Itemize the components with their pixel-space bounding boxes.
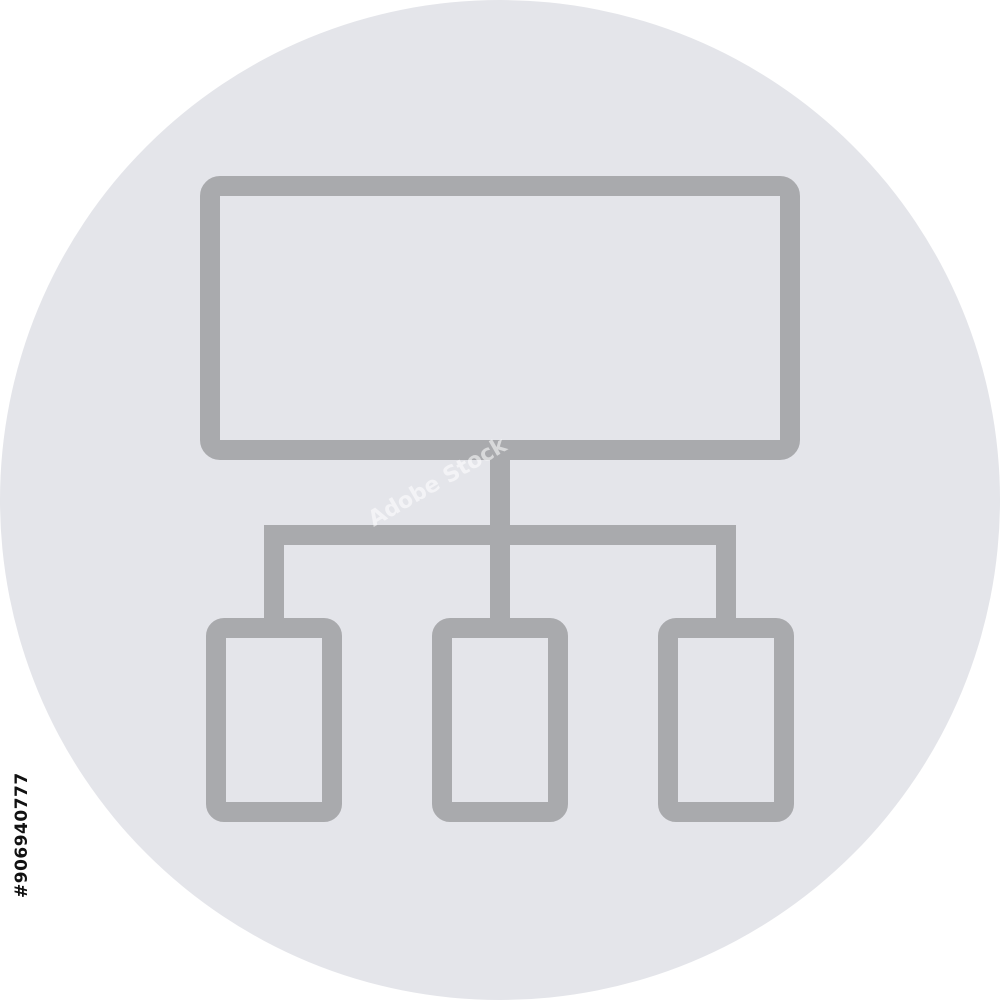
child-box-right	[658, 618, 794, 822]
child-box-left	[206, 618, 342, 822]
child-box-middle	[432, 618, 568, 822]
image-id-label: #906940777	[12, 772, 32, 898]
connector-lines	[264, 450, 736, 628]
